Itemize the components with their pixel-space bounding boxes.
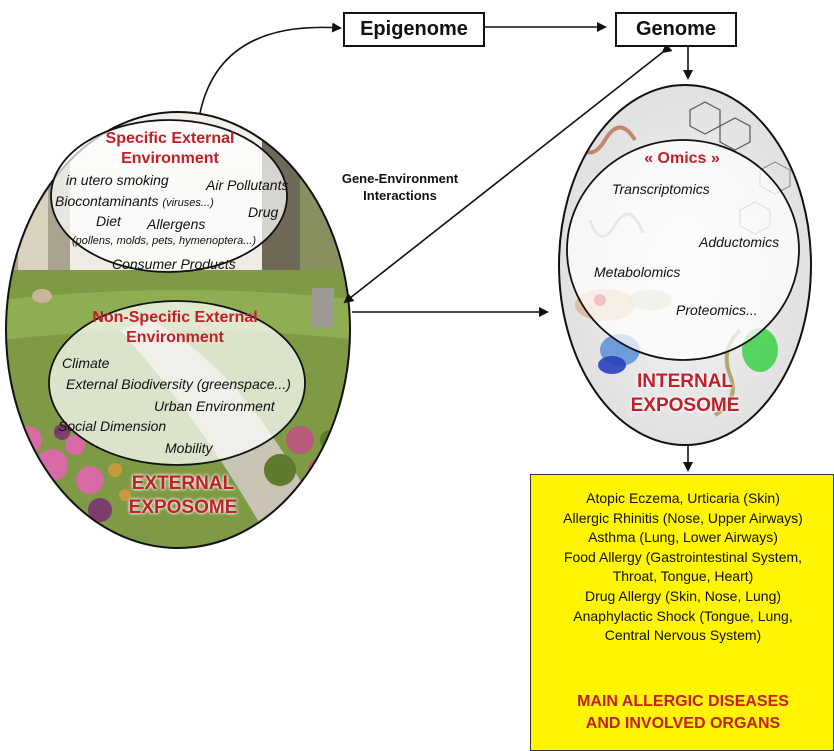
item-transcriptomics: Transcriptomics [612,181,710,197]
item-consumer-products: Consumer Products [112,256,236,272]
item-drug: Drug [248,204,279,220]
item-biocontaminants: Biocontaminants (viruses...) [55,193,214,209]
item-proteomics: Proteomics... [676,302,758,318]
epigenome-box: Epigenome [343,12,485,47]
item-allergens: Allergens [147,216,206,232]
external-exposome-oval [5,111,351,549]
item-external-biodiversity: External Biodiversity (greenspace...) [66,376,291,392]
specific-environment-title: Specific External Environment [105,130,235,167]
item-allergens-note: (pollens, molds, pets, hymenoptera...) [72,235,257,247]
specific-environment-oval [50,119,288,273]
epigenome-label: Epigenome [360,18,468,40]
nonspecific-environment-title: Non-Specific External Environment [92,309,258,346]
disease-line: Throat, Tongue, Heart) [612,568,754,585]
disease-line: Food Allergy (Gastrointestinal System, [563,548,803,565]
disease-line: Central Nervous System) [604,627,762,644]
arrow-to-epigenome [199,22,342,114]
disease-line: Anaphylactic Shock (Tongue, Lung, [573,607,793,624]
gene-environment-label: Gene-Environment Interactions [341,171,459,203]
diseases-title: MAIN ALLERGIC DISEASES AND INVOLVED ORGA… [577,693,789,732]
item-diet: Diet [96,213,121,229]
disease-list: Atopic Eczema, Urticaria (Skin) Allergic… [531,489,834,646]
disease-line: Allergic Rhinitis (Nose, Upper Airways) [563,509,803,526]
item-air-pollutants: Air Pollutants [206,177,289,193]
genome-box: Genome [615,12,737,47]
omics-oval [566,139,800,361]
nonspecific-environment-oval [48,300,306,466]
disease-line: Atopic Eczema, Urticaria (Skin) [586,490,780,506]
arrow-gene-env-interaction [343,43,673,304]
omics-title: « Omics » [644,150,720,167]
item-mobility: Mobility [165,440,213,456]
allergic-diseases-box: Atopic Eczema, Urticaria (Skin) Allergic… [530,474,834,751]
genome-label: Genome [635,18,717,40]
external-exposome-label: EXTERNAL EXPOSOME [128,473,238,518]
internal-exposome-label: INTERNAL EXPOSOME [630,371,740,416]
item-adductomics: Adductomics [699,234,780,250]
item-urban-environment: Urban Environment [154,398,275,414]
item-social-dimension: Social Dimension [58,418,167,434]
disease-line: Asthma (Lung, Lower Airways) [588,529,778,546]
item-metabolomics: Metabolomics [594,264,681,280]
item-in-utero-smoking: in utero smoking [66,172,169,188]
disease-line: Drug Allergy (Skin, Nose, Lung) [584,587,782,604]
item-climate: Climate [62,355,110,371]
